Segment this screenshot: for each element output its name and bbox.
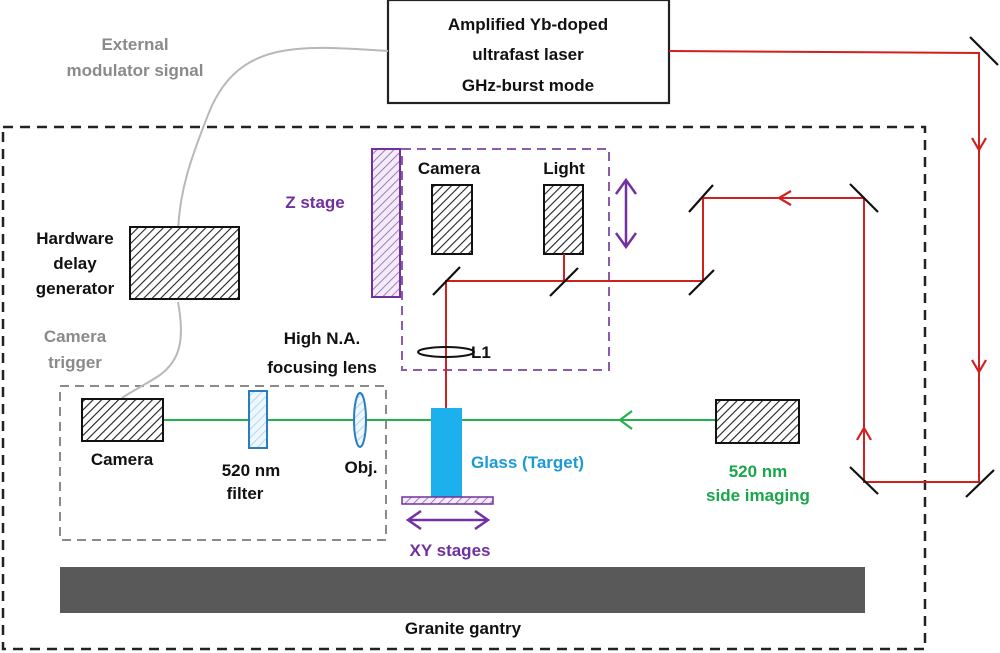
arrow-down-icon xyxy=(971,359,987,375)
laser-title-line1: Amplified Yb-doped xyxy=(448,15,608,34)
external-modulator-label-1: External xyxy=(101,35,168,54)
glass-target xyxy=(431,408,462,497)
focusing-lens-label-1: High N.A. xyxy=(284,329,361,348)
z-motion-arrow-icon xyxy=(614,177,638,250)
camera-trigger-label-1: Camera xyxy=(44,327,107,346)
enclosure-boundary xyxy=(1,125,927,651)
arrow-left-icon xyxy=(776,190,792,206)
mirror-icon xyxy=(849,466,879,495)
light-source-box xyxy=(543,184,584,255)
external-modulator-cable xyxy=(177,46,389,231)
lens-l1-label: L1 xyxy=(471,343,491,362)
mirror-icon xyxy=(688,184,714,213)
camera-trigger-label-2: trigger xyxy=(48,353,102,372)
side-imaging-label-2: side imaging xyxy=(706,486,810,505)
top-camera-box xyxy=(431,184,473,255)
glass-target-label: Glass (Target) xyxy=(471,453,584,472)
light-label: Light xyxy=(543,159,585,178)
xy-motion-arrow-icon xyxy=(405,509,491,531)
arrow-up-icon xyxy=(856,425,872,441)
side-imaging-label-1: 520 nm xyxy=(729,462,788,481)
side-imaging-light-box xyxy=(715,399,800,444)
delay-generator-label-3: generator xyxy=(36,279,115,298)
beamsplitter-icon xyxy=(549,267,579,297)
mirror-icon xyxy=(432,266,461,296)
laser-box xyxy=(386,0,671,105)
xy-stages-label: XY stages xyxy=(410,541,491,560)
mirror-icon xyxy=(688,269,715,296)
z-stage-label: Z stage xyxy=(285,193,345,212)
laser-title-line3: GHz-burst mode xyxy=(462,76,594,95)
delay-generator-label-2: delay xyxy=(53,254,97,273)
focusing-lens-label-2: focusing lens xyxy=(267,358,377,377)
camera-trigger-cable xyxy=(121,301,182,399)
laser-title-line2: ultrafast laser xyxy=(472,45,584,64)
external-modulator-label-2: modulator signal xyxy=(67,61,204,80)
mirror-icon xyxy=(849,183,879,213)
beam-direction-arrows xyxy=(776,137,987,441)
filter-label-1: 520 nm xyxy=(222,461,281,480)
laser-beam-path xyxy=(445,50,980,483)
objective-label: Obj. xyxy=(344,458,377,477)
top-camera-label: Camera xyxy=(418,159,481,178)
granite-gantry-label: Granite gantry xyxy=(405,619,522,638)
filter-label-2: filter xyxy=(227,484,264,503)
z-stage-boundary xyxy=(401,148,610,371)
arrow-down-icon xyxy=(971,137,987,153)
objective-lens-icon xyxy=(353,392,367,448)
granite-gantry xyxy=(60,567,865,613)
mirror-icon xyxy=(965,469,995,498)
lens-l1-icon xyxy=(417,346,475,358)
delay-generator-box xyxy=(129,226,240,300)
arrow-left-icon xyxy=(618,410,633,430)
mirrors xyxy=(432,36,999,498)
side-camera-box xyxy=(81,398,164,442)
mirror-icon xyxy=(969,36,999,66)
side-camera-label: Camera xyxy=(91,450,154,469)
z-stage-bar xyxy=(371,148,401,298)
xy-stage-plate xyxy=(401,496,494,505)
delay-generator-label-1: Hardware xyxy=(36,229,113,248)
filter-icon xyxy=(248,390,268,449)
